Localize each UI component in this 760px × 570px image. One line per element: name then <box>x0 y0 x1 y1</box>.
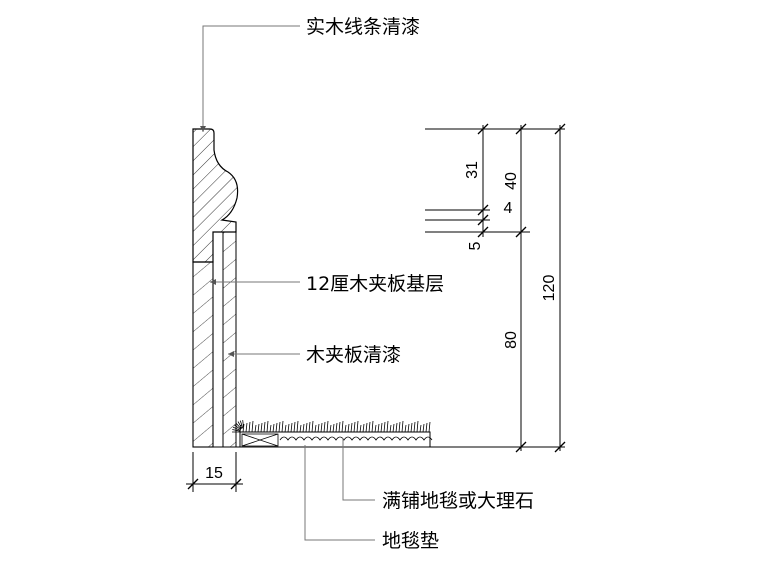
plywood-base-layer <box>192 261 214 448</box>
leader-carpet-pad <box>304 445 375 541</box>
plywood-face-layer <box>212 231 224 448</box>
label-plywood-base: 12厘木夹板基层 <box>306 273 444 295</box>
dimension-15 <box>186 452 243 492</box>
leader-carpet-or-marble <box>342 438 375 501</box>
dim-120: 120 <box>541 275 558 302</box>
dim-40: 40 <box>503 172 520 190</box>
dim-5: 5 <box>467 241 484 250</box>
label-carpet-pad: 地毯垫 <box>382 530 439 552</box>
dim-80: 80 <box>503 331 520 349</box>
dim-31: 31 <box>464 161 481 179</box>
leader-solid-wood-molding <box>202 25 300 132</box>
carpet-pile <box>232 420 431 433</box>
dimension-lines <box>425 123 566 453</box>
dim-4: 4 <box>504 200 513 217</box>
carpet-pad-wave <box>279 436 433 441</box>
dim-15: 15 <box>205 465 223 482</box>
carpet-bristles <box>232 420 431 433</box>
carpet-pad-layer <box>239 431 431 448</box>
label-plywood-lacquer: 木夹板清漆 <box>306 344 401 366</box>
label-solid-wood-molding: 实木线条清漆 <box>306 16 420 38</box>
arrow-plywood-base <box>210 279 216 285</box>
carpet-gripper <box>241 433 279 447</box>
arrow-solid-wood <box>200 126 206 132</box>
arrow-plywood-lacquer <box>228 351 234 357</box>
plywood-lacquer-layer <box>222 231 237 448</box>
wood-molding-profile <box>192 128 239 263</box>
label-carpet-or-marble: 满铺地毯或大理石 <box>382 490 534 512</box>
